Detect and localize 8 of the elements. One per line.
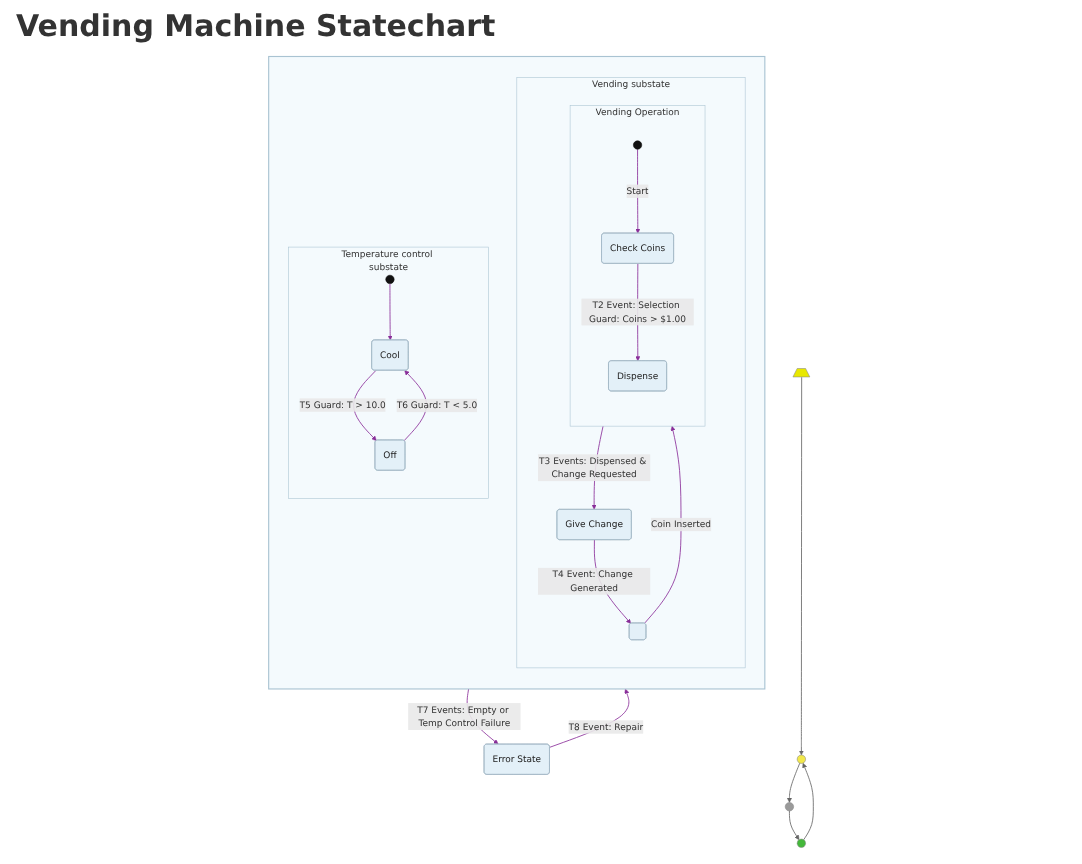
node-circle xyxy=(633,140,643,150)
node-circle xyxy=(796,754,806,764)
node-circle xyxy=(385,274,395,284)
node-circle xyxy=(796,838,806,848)
diagram-title: Vending Machine Statechart xyxy=(14,6,498,48)
node-triangle xyxy=(792,368,811,378)
cluster xyxy=(268,55,766,690)
node-circle xyxy=(784,802,794,812)
